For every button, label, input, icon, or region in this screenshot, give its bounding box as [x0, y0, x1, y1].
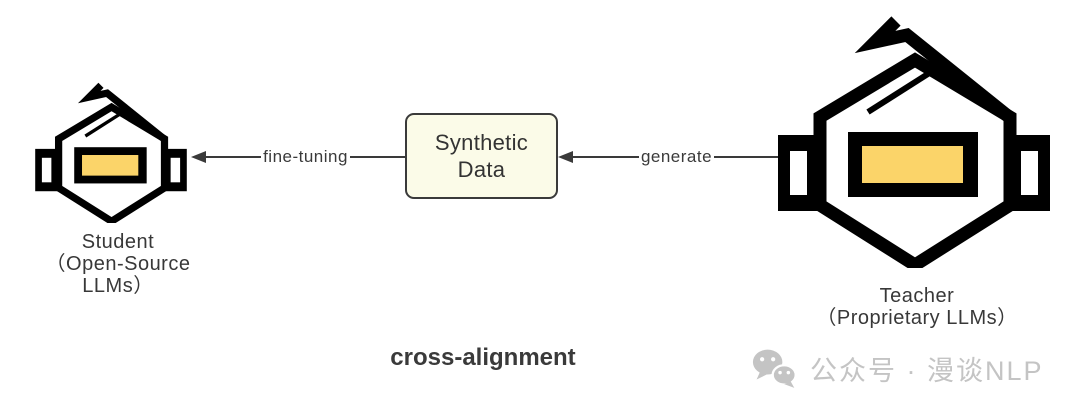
student-title: Student [81, 231, 155, 253]
teacher-label: Teacher （Proprietary LLMs） [792, 285, 1042, 329]
fine-tuning-label: fine-tuning [263, 147, 348, 166]
teacher-subtitle: （Proprietary LLMs） [816, 307, 1018, 329]
teacher-robot-icon [778, 16, 1050, 268]
synthetic-data-node: Synthetic Data [405, 113, 558, 199]
student-label: Student （Open-Source LLMs） [13, 231, 223, 297]
robot-antenna-line [84, 112, 122, 138]
fine-tuning-arrow: fine-tuning [191, 147, 406, 167]
edge-line [349, 156, 406, 158]
teacher-title: Teacher [879, 285, 955, 307]
robot-antenna-bolt-icon [854, 16, 1014, 123]
watermark: 公众号 · 漫谈NLP [752, 348, 1044, 389]
arrowhead-left-icon [191, 151, 206, 163]
edge-line [714, 156, 780, 158]
student-robot-icon [35, 82, 187, 223]
synthetic-data-line2: Data [457, 157, 506, 182]
arrowhead-left-icon [558, 151, 573, 163]
generate-arrow: generate [558, 147, 780, 167]
edge-line [206, 156, 262, 158]
wechat-icon [752, 349, 797, 388]
edge-line [573, 156, 639, 158]
robot-antenna-bolt-icon [77, 82, 167, 142]
student-subtitle: （Open-Source LLMs） [45, 253, 191, 297]
generate-label: generate [640, 147, 713, 166]
robot-antenna-line [866, 69, 933, 115]
robot-visor-glass [862, 146, 963, 183]
robot-visor-glass [82, 155, 139, 176]
synthetic-data-line1: Synthetic [434, 130, 529, 155]
diagram-caption: cross-alignment [390, 344, 576, 371]
watermark-text: 公众号 · 漫谈NLP [810, 356, 1044, 386]
